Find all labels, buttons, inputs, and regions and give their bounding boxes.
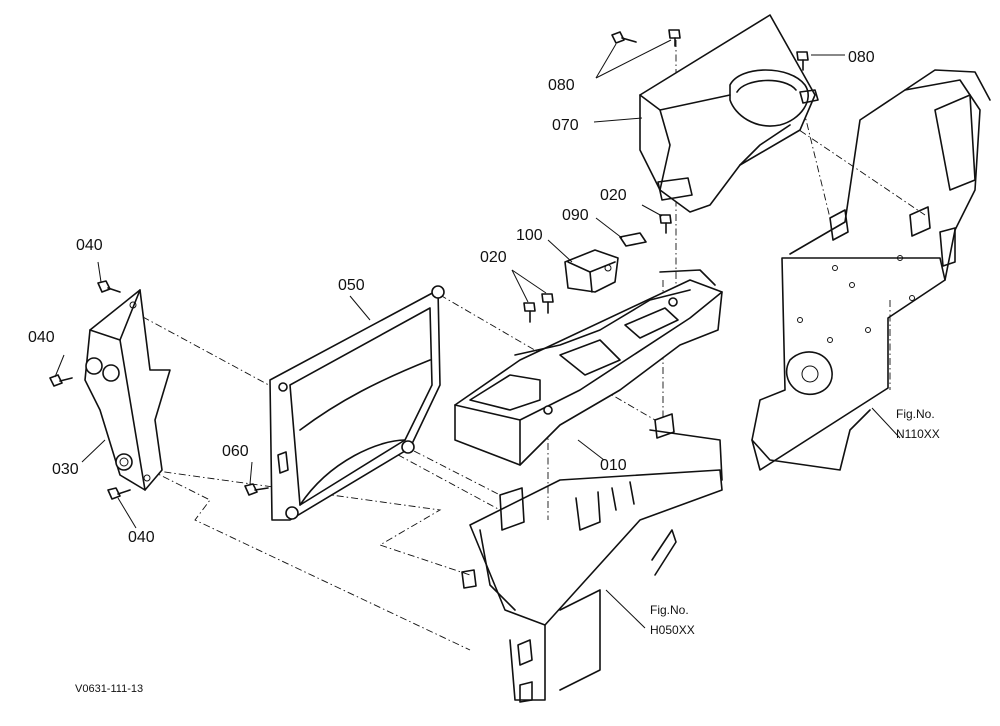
label-070: 070 bbox=[552, 117, 579, 134]
label-030: 030 bbox=[52, 461, 79, 478]
leader-lines bbox=[54, 39, 901, 629]
part-090-plate[interactable] bbox=[619, 232, 647, 247]
fig-ref-h050-code: H050XX bbox=[650, 623, 695, 637]
label-090: 090 bbox=[562, 207, 589, 224]
fig-ref-h050-title: Fig.No. bbox=[650, 603, 689, 617]
assembly-lines bbox=[129, 40, 926, 651]
part-labels: 010 020 020 030 040 040 040 050 060 070 … bbox=[28, 49, 875, 546]
bolt-060[interactable] bbox=[244, 483, 269, 496]
bolts bbox=[49, 29, 809, 500]
label-080-left: 080 bbox=[548, 77, 575, 94]
part-070-upper-cover[interactable] bbox=[639, 14, 819, 213]
part-030-side-cover[interactable] bbox=[84, 289, 171, 491]
bolt-040-top[interactable] bbox=[97, 280, 121, 293]
bolt-080-center[interactable] bbox=[668, 29, 681, 47]
part-100-cover[interactable] bbox=[564, 249, 619, 293]
drawing-code: V0631-111-13 bbox=[75, 683, 143, 695]
label-020-upper: 020 bbox=[600, 187, 627, 204]
label-050: 050 bbox=[338, 277, 365, 294]
bolt-080-right[interactable] bbox=[796, 51, 809, 71]
fig-ref-n110-code: N110XX bbox=[896, 427, 940, 441]
label-080-right: 080 bbox=[848, 49, 875, 66]
figure-ref-n110[interactable]: Fig.No. N110XX bbox=[896, 407, 940, 441]
bolt-020-upper[interactable] bbox=[659, 214, 672, 234]
bolt-080-left[interactable] bbox=[611, 31, 637, 44]
base-frame-h050 bbox=[461, 413, 723, 703]
label-040-bottom: 040 bbox=[128, 529, 155, 546]
figure-ref-h050[interactable]: Fig.No. H050XX bbox=[650, 603, 695, 637]
label-100: 100 bbox=[516, 227, 543, 244]
label-060: 060 bbox=[222, 443, 249, 460]
bolt-020-left-a[interactable] bbox=[523, 302, 536, 323]
label-040-top: 040 bbox=[76, 237, 103, 254]
bolt-020-left-b[interactable] bbox=[541, 293, 554, 314]
label-010: 010 bbox=[600, 457, 627, 474]
bolt-040-bottom[interactable] bbox=[107, 487, 131, 500]
part-010-console[interactable] bbox=[454, 269, 723, 466]
part-050-panel[interactable] bbox=[269, 285, 445, 521]
fig-ref-n110-title: Fig.No. bbox=[896, 407, 935, 421]
bolt-040-mid[interactable] bbox=[49, 374, 73, 387]
chassis-frame-n110 bbox=[751, 69, 991, 471]
label-040-mid: 040 bbox=[28, 329, 55, 346]
label-020-left: 020 bbox=[480, 249, 507, 266]
